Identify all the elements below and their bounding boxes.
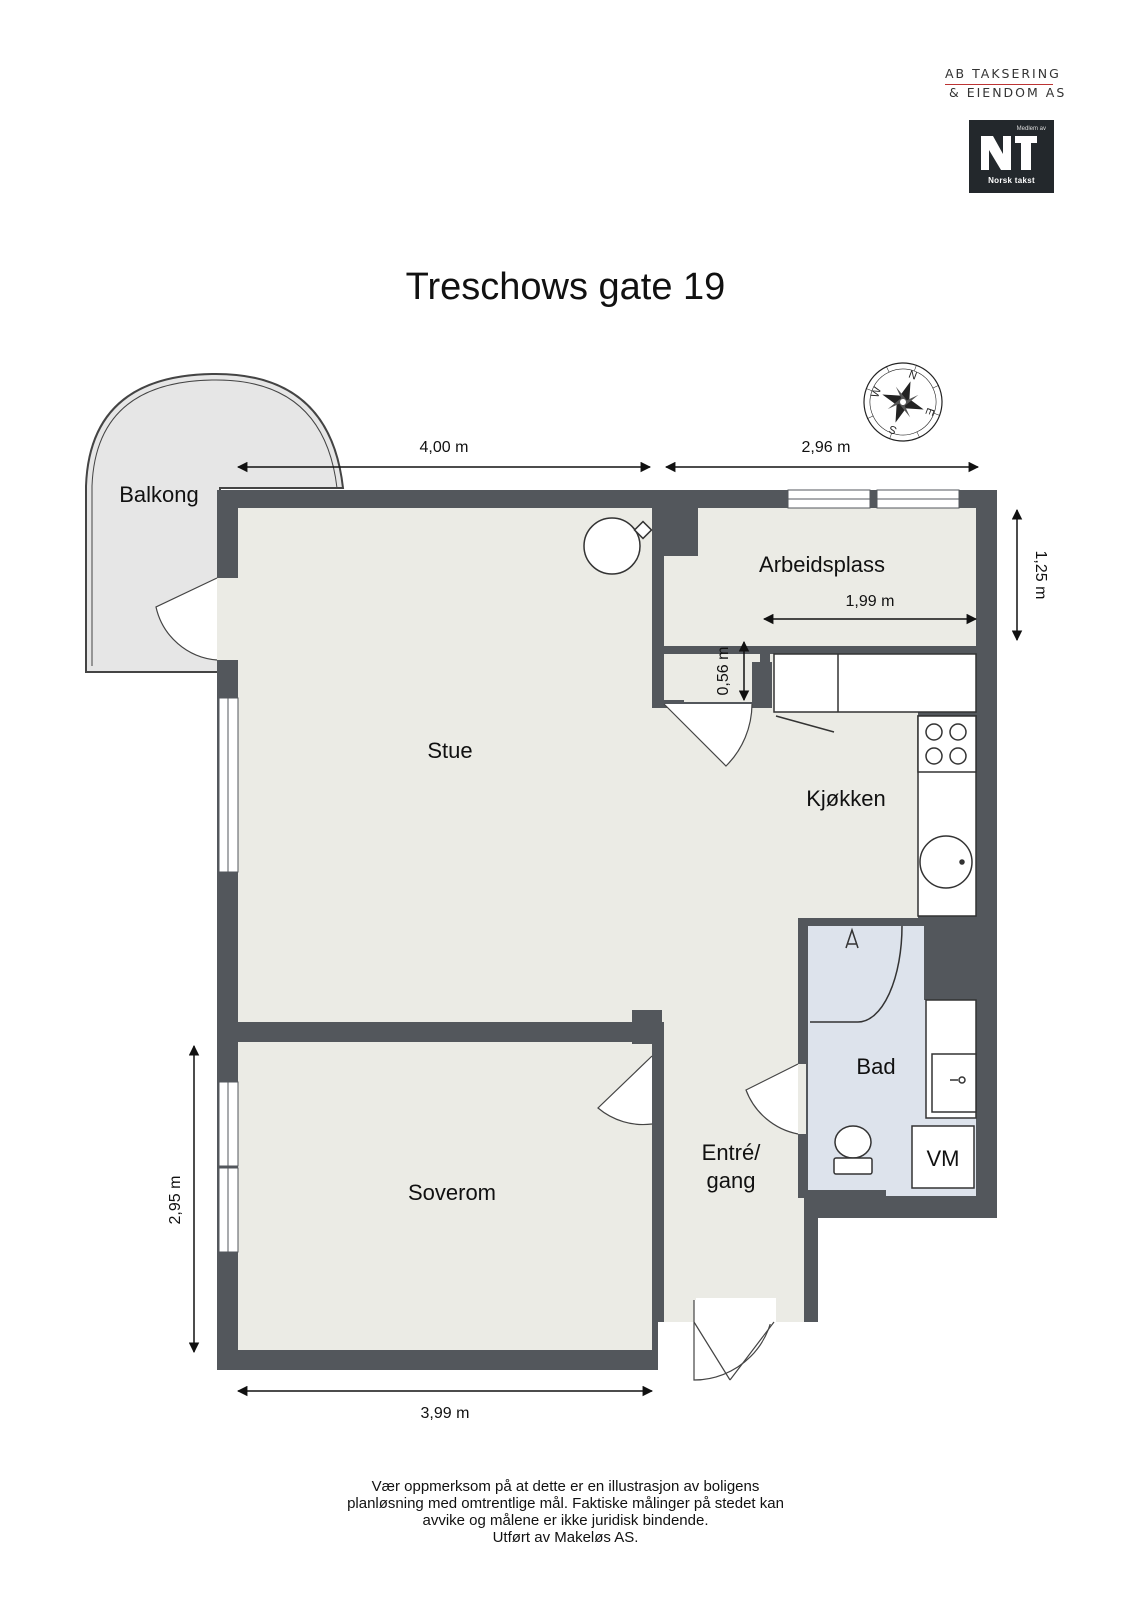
disclaimer-line: planløsning med omtrentlige mål. Faktisk… <box>347 1495 784 1512</box>
logo-text-line1: AB TAKSERING <box>945 66 1061 81</box>
sink-icon <box>919 835 973 889</box>
label-entre-line2: gang <box>707 1168 756 1193</box>
label-stue: Stue <box>427 738 472 763</box>
nt-logo-icon <box>981 136 1037 170</box>
logo-text-line2: & EIENDOM AS <box>949 85 1067 100</box>
label-soverom: Soverom <box>408 1180 496 1205</box>
floor-areas <box>238 508 976 1350</box>
toilet-icon <box>833 1125 873 1175</box>
compass-n: N <box>907 369 919 383</box>
dim-small-vertical: 0,56 m <box>715 647 732 696</box>
washing-machine-icon <box>911 1125 975 1189</box>
cooktop-icon <box>917 715 977 773</box>
label-arbeidsplass: Arbeidsplass <box>759 552 885 577</box>
shower-icon <box>810 925 903 1023</box>
windows <box>218 489 960 1253</box>
balcony-floor <box>85 372 345 673</box>
dim-bottom: 3,99 m <box>421 1405 470 1422</box>
stove-icon <box>583 517 653 575</box>
label-kjokken: Kjøkken <box>806 786 885 811</box>
dim-arbeid-inner: 1,99 m <box>846 593 895 610</box>
soverom-door[interactable] <box>597 1055 653 1126</box>
dim-top-right: 2,96 m <box>802 439 851 456</box>
disclaimer-line: avvike og målene er ikke juridisk binden… <box>422 1512 709 1529</box>
disclaimer-line: Vær oppmerksom på at dette er en illustr… <box>371 1478 760 1495</box>
label-balkong: Balkong <box>119 482 199 507</box>
dim-right: 1,25 m <box>1032 551 1049 600</box>
compass-icon: N S E W <box>863 362 943 442</box>
arbeidsplass-door[interactable] <box>663 703 753 767</box>
disclaimer-line: Utført av Makeløs AS. <box>492 1529 639 1546</box>
dim-top-left: 4,00 m <box>420 439 469 456</box>
label-entre-line1: Entré/ <box>702 1140 762 1165</box>
logo-rule <box>945 84 1053 85</box>
label-bad: Bad <box>856 1054 895 1079</box>
disclaimer: Vær oppmerksom på at dette er en illustr… <box>0 1478 1131 1546</box>
badge-top-text: Medlem av <box>1016 126 1046 132</box>
norsk-takst-badge: Medlem av Norsk takst <box>969 120 1054 193</box>
bathroom-sink-icon <box>925 999 977 1119</box>
dim-left: 2,95 m <box>167 1176 184 1225</box>
balcony-door[interactable] <box>155 577 218 661</box>
label-vm: VM <box>927 1146 960 1171</box>
compass-e: E <box>922 406 936 417</box>
badge-bottom-text: Norsk takst <box>988 176 1035 185</box>
compass-s: S <box>888 422 899 436</box>
bad-door[interactable] <box>745 1063 799 1135</box>
interior-walls <box>238 490 976 1322</box>
page-title: Treschows gate 19 <box>405 266 726 308</box>
company-logo: AB TAKSERING & EIENDOM AS <box>945 66 1075 100</box>
compass-w: W <box>869 385 884 399</box>
